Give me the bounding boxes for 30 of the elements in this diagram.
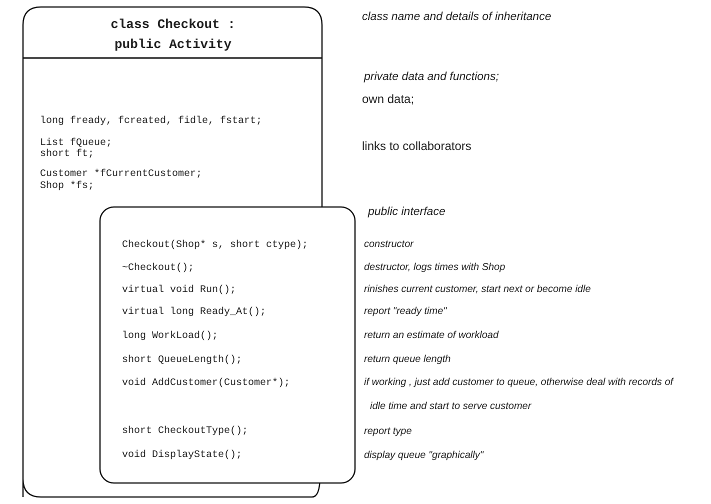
annotation: public interface [368,205,446,220]
code-signature: void DisplayState(); [122,450,242,461]
method-description: return an estimate of workload [364,329,499,343]
code-line: List fQueue; [40,138,112,149]
method-description: display queue "graphically" [364,449,484,463]
method-description: rinishes current customer, start next or become idle [364,283,591,297]
code-signature: virtual void Run(); [122,285,236,296]
interface-box [100,207,356,484]
annotation: class name and details of inheritance [362,10,552,25]
code-line: short ft; [40,149,94,160]
method-description: destructor, logs times with Shop [364,261,506,275]
code-signature: short CheckoutType(); [122,426,248,437]
code-signature: long WorkLoad(); [122,331,218,342]
class-heading: class Checkout : public Activity [110,16,236,54]
code-line: long fready, fcreated, fidle, fstart; [40,116,264,127]
code-signature: short QueueLength(); [122,355,242,366]
code-signature: Checkout(Shop* s, short ctype); [122,240,308,251]
annotation: private data and functions; [364,70,499,85]
method-description: constructor [364,238,414,252]
code-line: Shop *fs; [40,181,94,192]
code-signature: void AddCustomer(Customer*); [122,378,290,389]
method-description: report type [364,425,412,439]
code-line: Customer *fCurrentCustomer; [40,169,202,180]
annotation: links to collaborators [362,138,472,155]
method-description: report "ready time" [364,305,447,319]
class-box [23,7,357,500]
code-signature: virtual long Ready_At(); [122,307,266,318]
method-description: return queue length [364,353,451,367]
code-signature: ~Checkout(); [122,263,194,274]
annotation: own data; [362,91,414,108]
